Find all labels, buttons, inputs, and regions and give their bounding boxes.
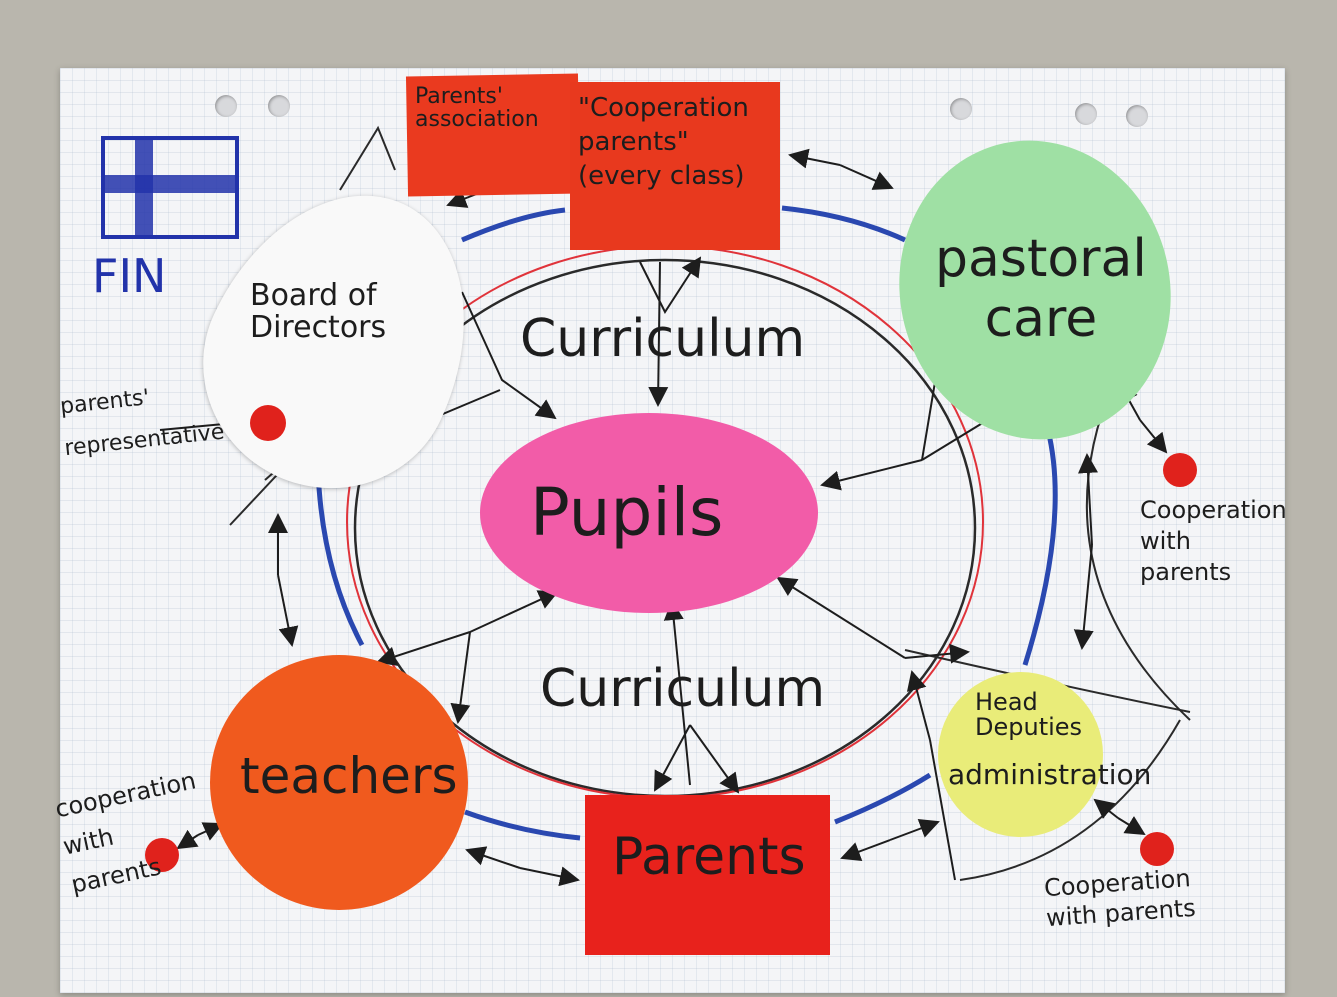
cooperation-dot-left [145, 838, 179, 872]
punch-hole [268, 95, 290, 117]
parents-association-label: Parents' association [415, 84, 539, 133]
cooperation-with-parents-right: Cooperation with parents [1140, 496, 1287, 587]
teachers-circle [210, 655, 468, 910]
pupils-ellipse [480, 413, 818, 613]
parents-representative-label: parents' representative [58, 385, 226, 462]
parents-representative-dot [250, 405, 286, 441]
pastoral-care-label: pastoral care [935, 229, 1147, 349]
curriculum-bottom-label: Curriculum [540, 659, 826, 719]
administration-label: administration [948, 758, 1152, 791]
board-of-directors-label: Board of Directors [250, 278, 387, 345]
cooperation-parents-note [570, 82, 780, 250]
cooperation-dot-bottom [1140, 832, 1174, 866]
finland-flag-icon [101, 136, 239, 239]
punch-hole [215, 95, 237, 117]
curriculum-top-label: Curriculum [520, 309, 806, 369]
head-deputies-label: Head Deputies [975, 688, 1083, 742]
cooperation-dot-right [1163, 453, 1197, 487]
parents-box [585, 795, 830, 955]
cooperation-parents-label: "Cooperation parents" (every class) [578, 93, 749, 191]
administration-circle [938, 672, 1103, 837]
punch-hole [1075, 103, 1097, 125]
country-label: FIN [92, 249, 167, 303]
punch-hole [950, 98, 972, 120]
parents-label: Parents [612, 827, 806, 887]
pupils-label: Pupils [530, 474, 724, 551]
cooperation-with-parents-bottom: Cooperation with parents [1043, 864, 1197, 933]
punch-hole [1126, 105, 1148, 127]
teachers-label: teachers [240, 747, 458, 805]
